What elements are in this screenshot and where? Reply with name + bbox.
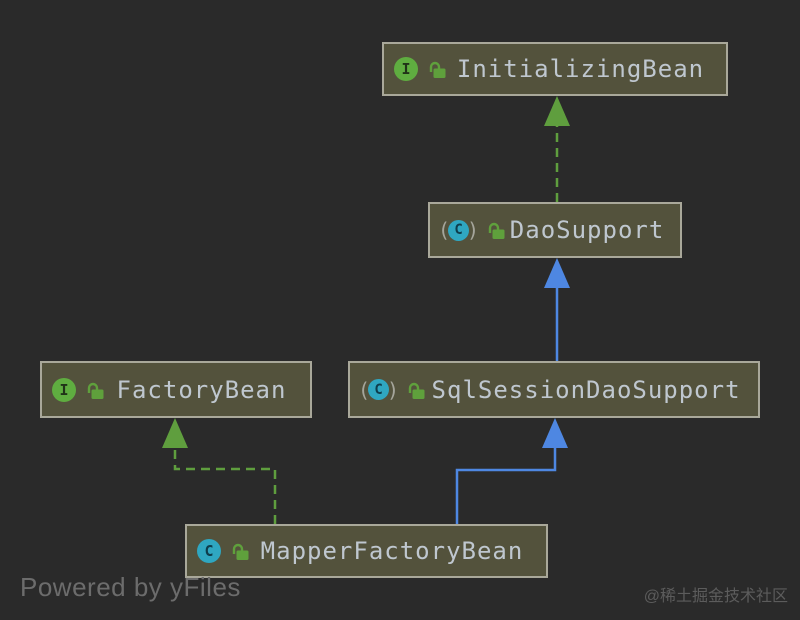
edge-daosupport-implements-initializingbean[interactable] (544, 96, 570, 202)
class-icon: C (197, 539, 221, 563)
node-label-mapperfactorybean: MapperFactoryBean (260, 537, 524, 565)
class-node-sqlsessiondaosupport[interactable]: ( C ) SqlSessionDaoSupport (348, 361, 760, 418)
abstract-class-icon: ( C ) (358, 377, 400, 402)
node-label-factorybean: FactoryBean (116, 375, 287, 404)
class-node-initializingbean[interactable]: I InitializingBean (382, 42, 728, 96)
edge-mapperfactorybean-implements-factorybean[interactable] (162, 418, 277, 524)
abstract-paren-right: ) (467, 218, 480, 242)
node-label-initializingbean: InitializingBean (456, 55, 705, 83)
edge-sqlsessiondaosupport-extends-daosupport[interactable] (544, 258, 570, 361)
unlocked-padlock-icon (486, 220, 506, 240)
node-label-sqlsessiondaosupport: SqlSessionDaoSupport (431, 375, 741, 404)
interface-icon-letter: I (59, 380, 69, 399)
abstract-paren-left: ( (438, 218, 451, 242)
unlocked-padlock-icon (85, 380, 105, 400)
powered-by-yfiles-watermark: Powered by yFiles (20, 572, 241, 602)
class-node-daosupport[interactable]: ( C ) DaoSupport (428, 202, 682, 258)
unlocked-padlock-icon (427, 59, 447, 79)
interface-icon-letter: I (401, 60, 411, 78)
class-node-factorybean[interactable]: I FactoryBean (40, 361, 312, 418)
unlocked-padlock-icon (230, 541, 250, 561)
community-watermark: @稀土掘金技术社区 (643, 588, 788, 605)
node-label-daosupport: DaoSupport (509, 216, 665, 244)
class-icon-letter: C (204, 542, 214, 560)
abstract-class-icon-letter: C (454, 222, 463, 238)
abstract-class-icon: ( C ) (438, 218, 480, 242)
interface-icon: I (52, 377, 76, 402)
interface-icon: I (394, 57, 418, 81)
abstract-paren-left: ( (358, 377, 371, 402)
abstract-paren-right: ) (387, 377, 400, 402)
class-node-mapperfactorybean[interactable]: C MapperFactoryBean (185, 524, 548, 578)
edge-mapperfactorybean-extends-sqlsessiondaosupport[interactable] (455, 418, 568, 524)
unlocked-padlock-icon (406, 380, 426, 400)
abstract-class-icon-letter: C (374, 381, 383, 398)
